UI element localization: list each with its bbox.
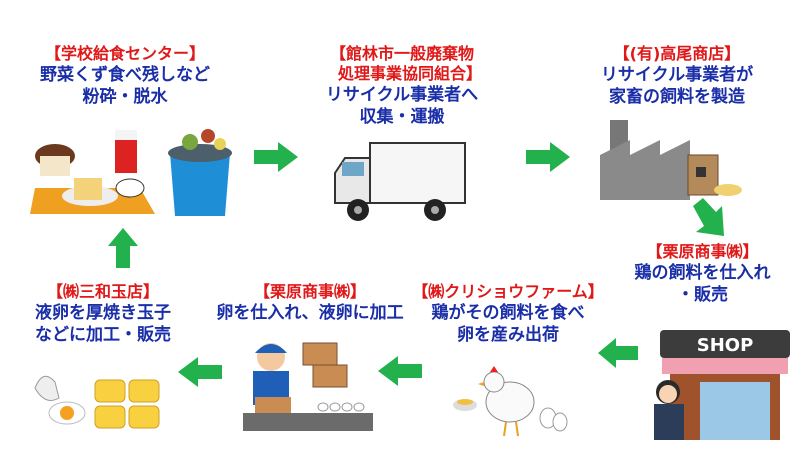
arrow-up-icon [108,228,138,268]
shop-icon: SHOP [654,330,790,440]
step-kurihara-liquid-egg: 【栗原商事㈱】 卵を仕入れ、液卵に加工 [205,282,415,324]
step-krishow-farm: 【㈱クリショウファーム】 鶏がその飼料を食べ 卵を産み出荷 [403,282,613,346]
arrow-down-icon [693,198,724,236]
school-lunch-trash-icon [30,129,232,216]
step-waste-cooperative: 【館林市一般廃棄物 処理事業協同組合】 リサイクル事業者へ 収集・運搬 [287,44,517,128]
arrow-left-icon [598,338,638,368]
truck-icon [334,142,466,221]
step-title: 【学校給食センター】 [44,44,205,63]
step-title: 【館林市一般廃棄物 処理事業協同組合】 [329,44,482,83]
shop-sign-text: SHOP [697,335,754,356]
step-description: 液卵を厚焼き玉子 などに加工・販売 [35,303,171,345]
step-title: 【栗原商事㈱】 [253,282,366,301]
step-description: 鶏がその飼料を食べ 卵を産み出荷 [431,303,585,345]
step-school-lunch-center: 【学校給食センター】 野菜くず食べ残しなど 粉砕・脱水 [15,44,235,108]
step-description: 野菜くず食べ残しなど 粉砕・脱水 [40,65,210,107]
step-title: 【(有)高尾商店】 [613,44,741,63]
arrow-left-icon [178,357,222,387]
tamagoyaki-icon [34,375,160,429]
step-description: リサイクル事業者が 家畜の飼料を製造 [600,65,754,107]
arrow-right-icon [526,142,570,172]
arrow-right-icon [254,142,298,172]
step-description: 鶏の飼料を仕入れ ・販売 [634,263,771,305]
factory-icon [600,120,742,200]
chicken-icon [453,366,568,437]
step-kurihara-feed: 【栗原商事㈱】 鶏の飼料を仕入れ ・販売 [610,242,795,306]
step-takao-shoten: 【(有)高尾商店】 リサイクル事業者が 家畜の飼料を製造 [567,44,787,108]
step-title: 【㈱三和玉店】 [46,282,159,301]
egg-processing-worker-icon [243,342,373,431]
step-title: 【㈱クリショウファーム】 [412,282,604,301]
step-description: リサイクル事業者へ 収集・運搬 [325,85,479,127]
arrow-left-icon [378,356,422,386]
step-title: 【栗原商事㈱】 [646,242,759,261]
step-sanwa-tamaten: 【㈱三和玉店】 液卵を厚焼き玉子 などに加工・販売 [8,282,198,346]
step-description: 卵を仕入れ、液卵に加工 [216,303,404,323]
